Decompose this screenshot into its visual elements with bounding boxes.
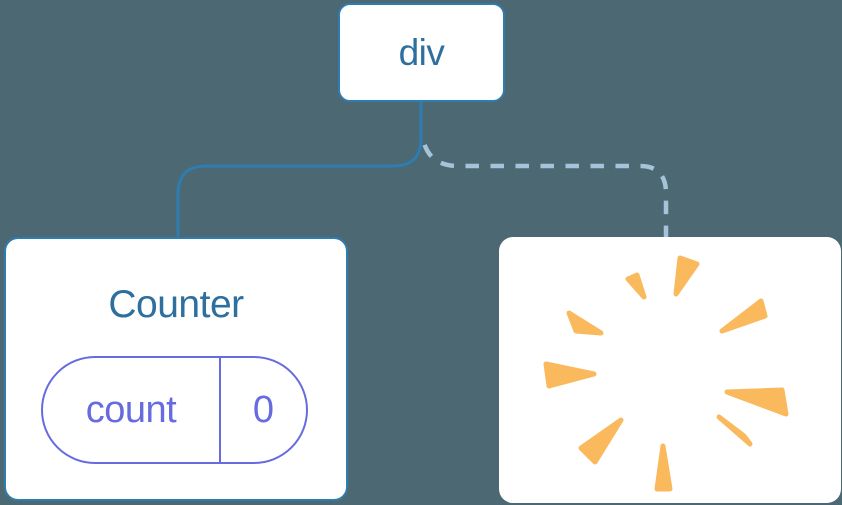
poof-ray	[673, 255, 700, 297]
poof-ray	[625, 272, 647, 300]
node-counter: Counter count 0	[4, 237, 348, 501]
poof-sparkle-icon	[543, 255, 789, 492]
poof-ray	[719, 298, 768, 334]
poof-ray	[654, 443, 673, 492]
state-pill-value: 0	[252, 388, 275, 431]
poof-ray	[578, 417, 624, 465]
poof-ray	[724, 387, 789, 417]
poof-ray	[716, 414, 753, 447]
dashed-edge-to-removed	[420, 138, 669, 238]
state-pill: count 0	[41, 356, 308, 464]
poof-ray	[566, 310, 604, 336]
node-div-label: div	[398, 31, 445, 73]
node-removed	[499, 237, 841, 503]
poof-ray	[543, 361, 597, 389]
node-counter-title: Counter	[108, 283, 244, 326]
node-div: div	[338, 3, 505, 102]
solid-edge-to-counter	[176, 101, 423, 238]
state-pill-key: count	[43, 358, 221, 462]
